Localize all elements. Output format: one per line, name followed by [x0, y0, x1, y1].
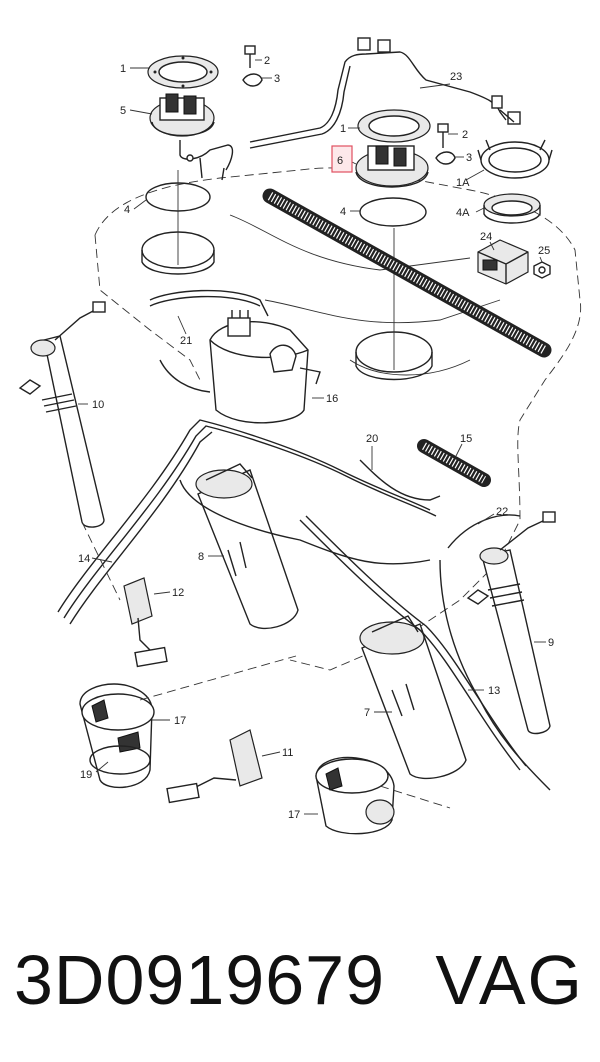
- nut-25: [533, 261, 551, 279]
- seal-ring-center: [359, 197, 427, 227]
- highlight-box-part-6: [331, 145, 353, 173]
- lock-ring-1A: [477, 139, 553, 179]
- callout-7: 7: [364, 707, 370, 719]
- callout-15: 15: [460, 433, 472, 445]
- vent-line-23: [249, 37, 521, 149]
- callout-21: 21: [180, 335, 192, 347]
- fuel-pump-8: [195, 463, 299, 630]
- callout-19: 19: [80, 769, 92, 781]
- control-unit-24: [477, 239, 529, 285]
- sender-flange-center-highlighted: [355, 145, 429, 188]
- callout-13: 13: [488, 685, 500, 697]
- filler-neck-10: [18, 301, 106, 528]
- callout-4-left: 4: [124, 204, 130, 216]
- flange-ring-left: [147, 55, 219, 89]
- callout-8: 8: [198, 551, 204, 563]
- callout-1A: 1A: [456, 177, 470, 189]
- fuel-pump-7: [359, 615, 467, 780]
- callout-1-top-left: 1: [120, 63, 126, 75]
- clip-left: [242, 73, 263, 87]
- bolt-center: [437, 123, 449, 148]
- callout-10: 10: [92, 399, 104, 411]
- flange-ring-center: [357, 109, 431, 143]
- tank-opening-left: [141, 170, 215, 275]
- fuel-system-exploded-diagram: 1 2 3 5 23 1 2 3 6 1A 4 4 4A 24 25 21 10…: [18, 37, 582, 835]
- reservoir-16: [209, 310, 321, 424]
- corrugated-tube-long: [262, 188, 552, 358]
- callout-2-center: 2: [462, 129, 468, 141]
- callout-9: 9: [548, 637, 554, 649]
- callout-4A: 4A: [456, 207, 470, 219]
- callout-leaders: [78, 59, 546, 815]
- seal-cap-4A: [483, 193, 541, 224]
- callout-3-top-left: 3: [274, 73, 280, 85]
- callout-5: 5: [120, 105, 126, 117]
- callout-16: 16: [326, 393, 338, 405]
- bolt-left: [244, 45, 256, 68]
- callout-1-center: 1: [340, 123, 346, 135]
- callout-22: 22: [496, 506, 508, 518]
- callout-2-top-left: 2: [264, 55, 270, 67]
- corrugated-tube-15: [417, 439, 491, 487]
- callout-23: 23: [450, 71, 462, 83]
- callout-6-highlighted: 6: [337, 155, 343, 167]
- callout-11: 11: [282, 747, 293, 759]
- assembly-leaders: [81, 521, 451, 809]
- brand-text: VAG: [435, 941, 584, 1019]
- swirl-pot-17-lower: [315, 756, 395, 835]
- sender-flange-left: [149, 93, 234, 181]
- tank-opening-center: [355, 228, 433, 381]
- callout-labels: 1 2 3 5 23 1 2 3 6 1A 4 4 4A 24 25 21 10…: [78, 55, 554, 821]
- callout-17-lower: 17: [288, 809, 300, 821]
- filler-neck-9: [466, 511, 556, 735]
- callout-17-left: 17: [174, 715, 186, 727]
- part-number-text: 3D0919679: [14, 941, 385, 1019]
- level-sender-11: [166, 729, 263, 804]
- callout-20: 20: [366, 433, 378, 445]
- clip-center: [435, 151, 456, 165]
- callout-14: 14: [78, 553, 90, 565]
- callout-3-center: 3: [466, 152, 472, 164]
- callout-4-center: 4: [340, 206, 346, 218]
- callout-25: 25: [538, 245, 550, 257]
- callout-24: 24: [480, 231, 492, 243]
- level-sender-12: [123, 577, 168, 668]
- fuel-tank-outline: [94, 167, 582, 671]
- swirl-pot-17-19: [79, 683, 155, 789]
- callout-12: 12: [172, 587, 184, 599]
- caption-bar: 3D0919679 VAG: [0, 930, 600, 1040]
